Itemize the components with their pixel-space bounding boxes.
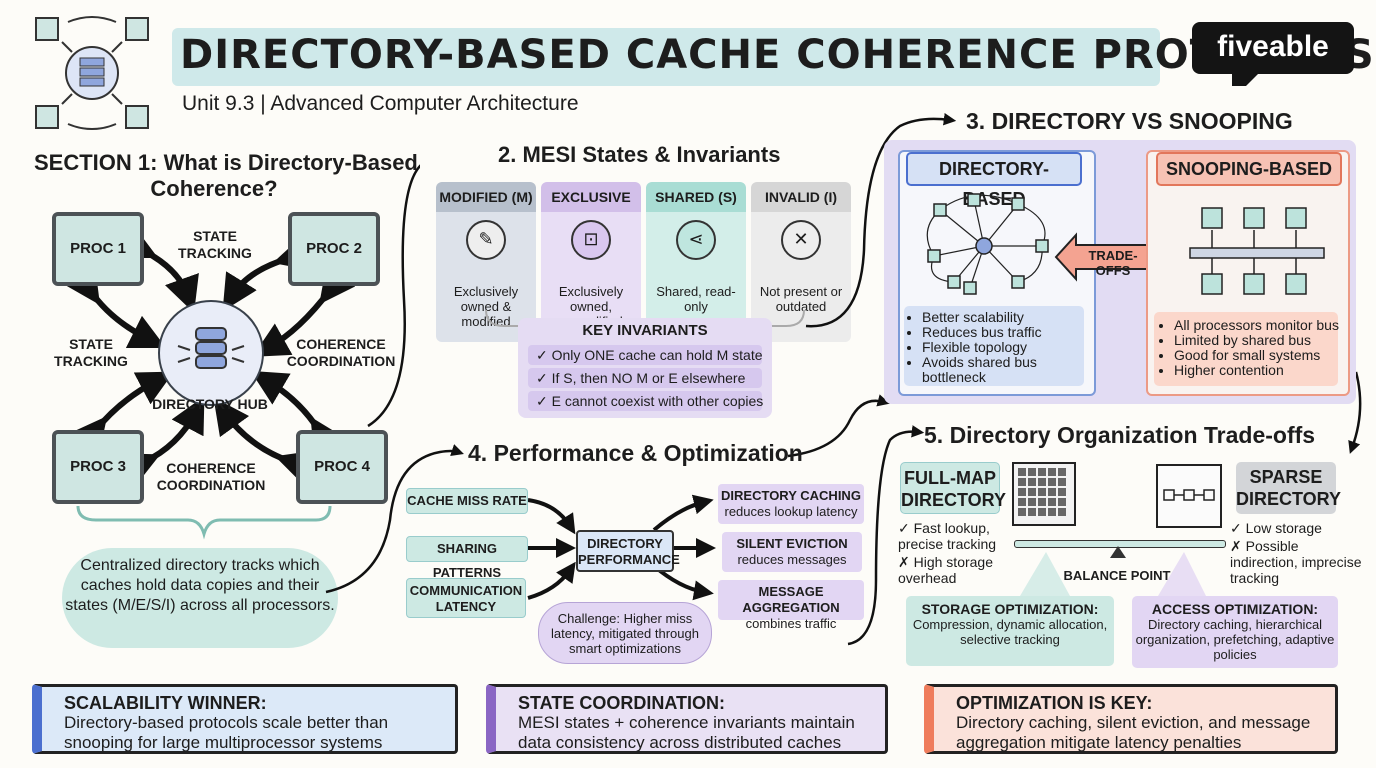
hub-label: DIRECTORY HUB	[152, 396, 268, 412]
section1-title-line1: SECTION 1: What is Directory-Based	[34, 150, 418, 175]
snooping-point: All processors monitor bus	[1174, 318, 1354, 333]
output-directory-caching: DIRECTORY CACHING reduces lookup latency	[718, 484, 864, 524]
balance-point-label: BALANCE POINT	[1063, 568, 1171, 583]
full-map-grid-icon	[1012, 462, 1076, 526]
invariant-2: ✓ If S, then NO M or E elsewhere	[528, 368, 762, 388]
sparse-cons: ✗ Possible indirection, imprecise tracki…	[1230, 538, 1362, 586]
snooping-label: SNOOPING-BASED	[1156, 152, 1342, 186]
directory-point: Reduces bus traffic	[922, 325, 1098, 340]
directory-point: Better scalability	[922, 310, 1098, 325]
section4-flow-arrows	[527, 494, 716, 601]
edge-label-top: STATE TRACKING	[178, 228, 252, 261]
takeaway-text: Directory caching, silent eviction, and …	[956, 713, 1311, 752]
input-sharing-patterns: SHARING PATTERNS	[406, 536, 528, 580]
takeaway-text: Directory-based protocols scale better t…	[64, 713, 389, 752]
mesi-invalid-head: INVALID (I)	[751, 182, 851, 212]
proc-2: PROC 2	[288, 212, 380, 286]
directory-points-box	[904, 306, 1084, 386]
section1-title-line2: Coherence?	[150, 176, 278, 201]
challenge-cloud: Challenge: Higher miss latency, mitigate…	[538, 602, 712, 664]
output-title: DIRECTORY CACHING	[721, 488, 861, 503]
access-title: ACCESS OPTIMIZATION:	[1151, 601, 1319, 617]
section1-title: SECTION 1: What is Directory-Based Coher…	[34, 150, 418, 202]
edge-label-bottom: COHERENCE COORDINATION	[156, 460, 266, 493]
page-subtitle: Unit 9.3 | Advanced Computer Architectur…	[182, 92, 579, 115]
storage-title: STORAGE OPTIMIZATION:	[921, 601, 1099, 617]
directory-hub	[158, 300, 264, 406]
output-desc: reduces lookup latency	[724, 504, 858, 519]
snooping-point: Good for small systems	[1174, 348, 1354, 363]
directory-points: Better scalability Reduces bus traffic F…	[904, 310, 1098, 385]
storage-optimization-box: STORAGE OPTIMIZATION: Compression, dynam…	[906, 596, 1114, 666]
optimization-pointers	[1020, 552, 1206, 596]
mesi-exclusive-head: EXCLUSIVE (E)	[541, 182, 641, 235]
output-title: SILENT EVICTION	[736, 536, 848, 551]
full-map-pros: ✓ Fast lookup, precise tracking	[898, 520, 997, 552]
full-map-text: FULL-MAP DIRECTORY	[901, 468, 1007, 510]
top-logo-graphic	[28, 12, 156, 134]
sparse-pros: ✓ Low storage	[1230, 520, 1322, 536]
output-silent-eviction: SILENT EVICTION reduces messages	[722, 532, 862, 572]
snooping-point: Limited by shared bus	[1174, 333, 1354, 348]
section2-title: 2. MESI States & Invariants	[498, 142, 781, 167]
storage-desc: Compression, dynamic allocation, selecti…	[912, 617, 1108, 647]
tradeoffs-label: TRADE-OFFS	[1088, 248, 1138, 278]
takeaway-title: SCALABILITY WINNER:	[64, 693, 267, 713]
takeaway-scalability: SCALABILITY WINNER: Directory-based prot…	[32, 684, 458, 754]
mesi-modified-head: MODIFIED (M)	[436, 182, 536, 212]
full-map-label: FULL-MAP DIRECTORY	[900, 462, 1006, 514]
lock-icon: ⊡	[571, 220, 611, 260]
invariants-title: KEY INVARIANTS	[582, 322, 708, 339]
input-cache-miss-rate: CACHE MISS RATE	[406, 488, 528, 514]
directory-network-graphic	[926, 193, 1049, 295]
page-title: DIRECTORY-BASED CACHE COHERENCE PROTOCOL…	[180, 32, 1375, 78]
directory-label: DIRECTORY-BASED	[906, 152, 1082, 209]
sparse-text: SPARSE DIRECTORY	[1236, 467, 1342, 509]
takeaway-text: MESI states + coherence invariants maint…	[518, 713, 855, 752]
x-circle-icon: ✕	[781, 220, 821, 260]
snooping-points-box	[1154, 312, 1338, 386]
title-highlight	[172, 28, 1160, 86]
proc-1: PROC 1	[52, 212, 144, 286]
section1-summary: Centralized directory tracks which cache…	[62, 548, 338, 648]
edge-label-left: STATE TRACKING	[54, 336, 128, 369]
proc-4: PROC 4	[296, 430, 388, 504]
takeaway-state: STATE COORDINATION: MESI states + cohere…	[486, 684, 888, 754]
invariant-1: ✓ Only ONE cache can hold M state	[528, 345, 763, 365]
input-communication-latency: COMMUNICATION LATENCY	[406, 578, 526, 618]
output-desc: reduces messages	[737, 552, 847, 567]
pencil-icon: ✎	[466, 220, 506, 260]
takeaway-title: STATE COORDINATION:	[518, 693, 725, 713]
output-title: MESSAGE AGGREGATION	[742, 584, 840, 615]
access-desc: Directory caching, hierarchical organiza…	[1135, 617, 1335, 662]
invariant-3: ✓ E cannot coexist with other copies	[528, 391, 763, 411]
snooping-points: All processors monitor bus Limited by sh…	[1156, 318, 1354, 378]
balance-fulcrum	[1110, 546, 1126, 558]
section5-title: 5. Directory Organization Trade-offs	[924, 422, 1316, 448]
access-optimization-box: ACCESS OPTIMIZATION: Directory caching, …	[1132, 596, 1338, 668]
proc-3: PROC 3	[52, 430, 144, 504]
fiveable-logo[interactable]: fiveable	[1192, 22, 1354, 74]
sparse-label: SPARSE DIRECTORY	[1236, 462, 1341, 514]
database-icon	[177, 327, 245, 369]
sparse-directory-icon	[1156, 464, 1222, 528]
section1-arrows	[65, 164, 420, 540]
snooping-point: Higher contention	[1174, 363, 1354, 378]
share-icon: ⋖	[676, 220, 716, 260]
directory-point: Flexible topology	[922, 340, 1098, 355]
directory-point: Avoids shared bus bottleneck	[922, 355, 1098, 385]
output-desc: combines traffic	[745, 616, 837, 631]
section3-title: 3. DIRECTORY VS SNOOPING	[966, 108, 1293, 134]
full-map-cons: ✗ High storage overhead	[898, 554, 993, 586]
mesi-shared-head: SHARED (S)	[646, 182, 746, 212]
section4-title: 4. Performance & Optimization	[468, 440, 803, 466]
shared-bus-graphic	[1189, 207, 1325, 295]
takeaway-optimization: OPTIMIZATION IS KEY: Directory caching, …	[924, 684, 1338, 754]
directory-performance-node: DIRECTORY PERFORMANCE	[576, 530, 680, 572]
edge-label-right: COHERENCE COORDINATION	[286, 336, 396, 369]
logo-speech-tail	[1232, 72, 1260, 86]
takeaway-title: OPTIMIZATION IS KEY:	[956, 693, 1153, 713]
output-message-aggregation: MESSAGE AGGREGATION combines traffic	[718, 580, 864, 631]
